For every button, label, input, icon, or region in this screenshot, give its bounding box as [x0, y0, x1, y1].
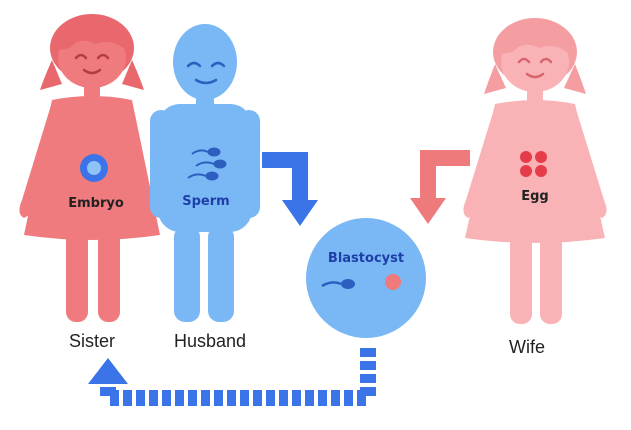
- husband-name: Husband: [174, 331, 246, 351]
- blastocyst-to-sister-arrow: [88, 348, 376, 406]
- egg-to-blastocyst-arrow: [410, 150, 470, 224]
- egg-cells-icon: [520, 151, 547, 177]
- blastocyst-label: Blastocyst: [328, 251, 404, 266]
- sister-figure: Embryo: [19, 14, 160, 322]
- wife-figure: Egg: [463, 18, 607, 324]
- embryo-label: Embryo: [68, 196, 124, 211]
- man-figure-icon: [150, 24, 260, 322]
- blastocyst: Blastocyst: [306, 218, 426, 338]
- husband-figure: Sperm: [150, 24, 260, 322]
- sperm-icon: [321, 279, 355, 289]
- wife-name: Wife: [509, 337, 545, 357]
- woman-figure-icon: [19, 14, 160, 322]
- woman-figure-icon: [463, 18, 607, 324]
- sperm-icon: [187, 147, 227, 181]
- sperm-to-blastocyst-arrow: [262, 152, 318, 226]
- egg-icon: [385, 274, 401, 290]
- sperm-label: Sperm: [182, 194, 229, 209]
- sister-name: Sister: [69, 331, 115, 351]
- blastocyst-circle-icon: [306, 218, 426, 338]
- embryo-icon: [80, 154, 108, 182]
- egg-label: Egg: [521, 189, 549, 204]
